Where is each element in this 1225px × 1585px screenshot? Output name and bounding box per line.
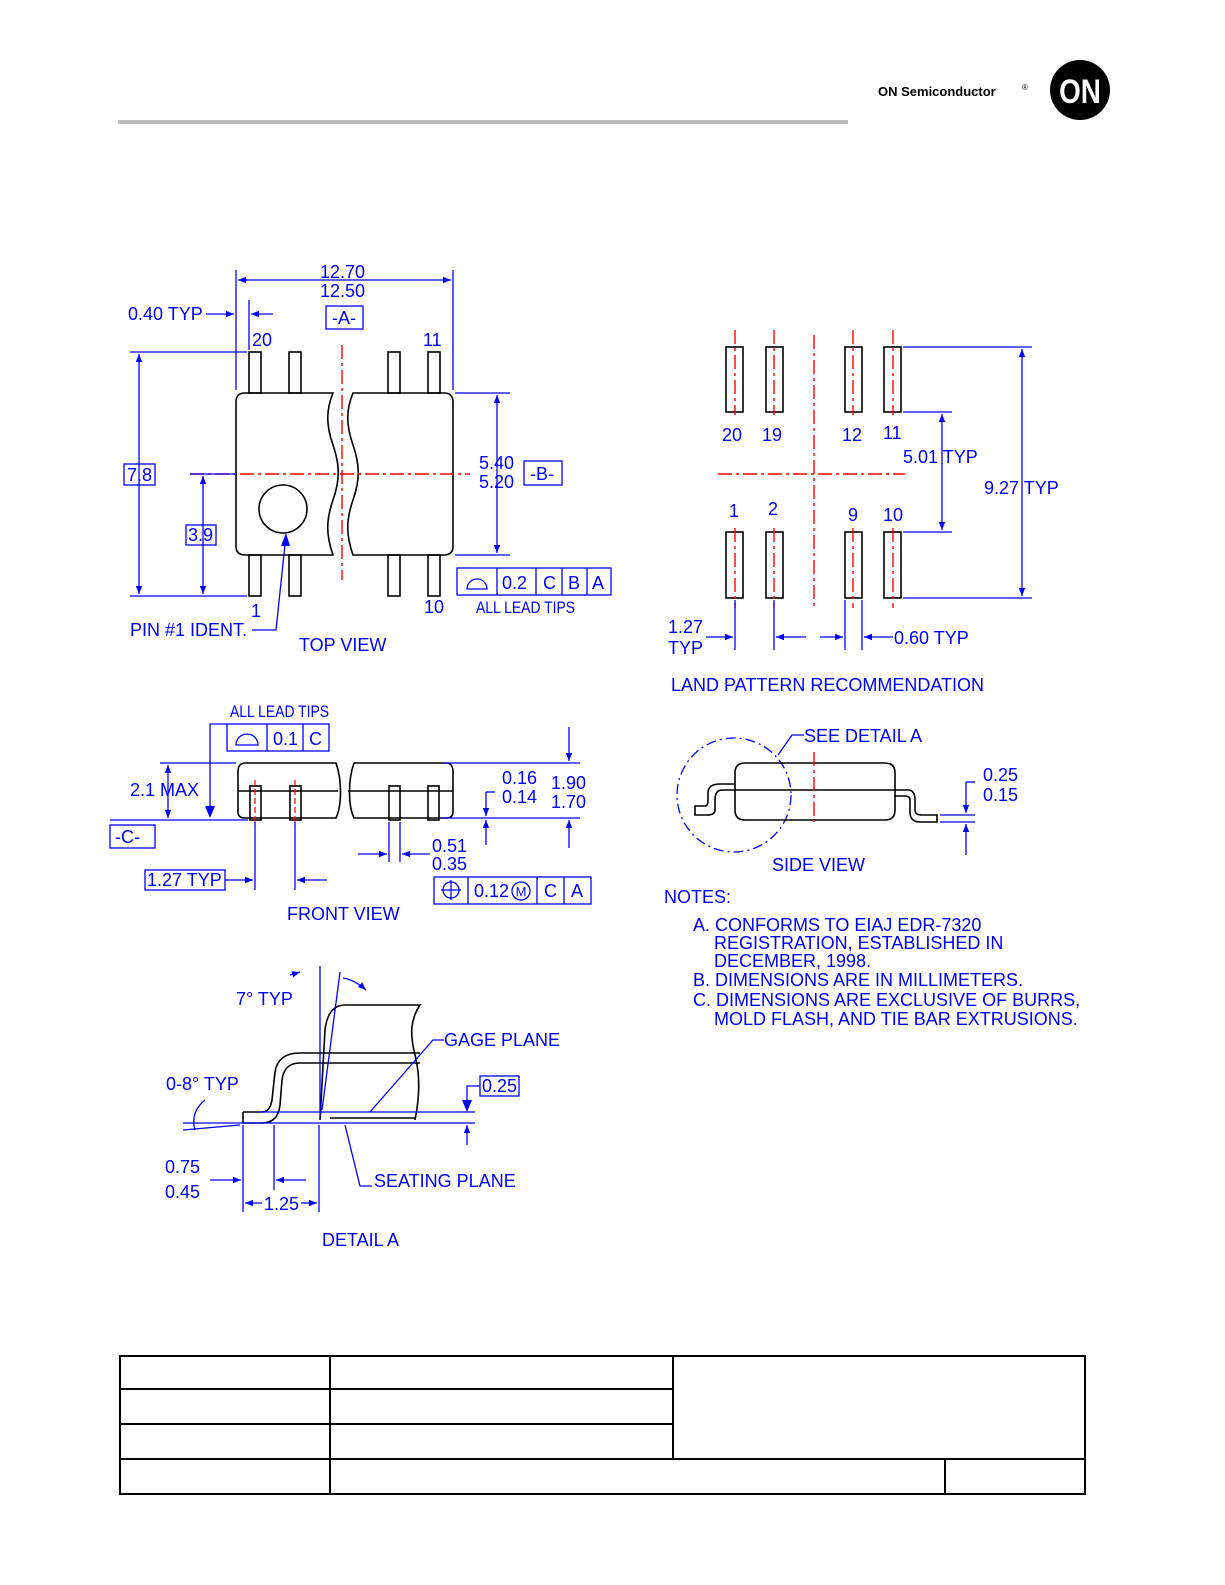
angle-foot-label: 0-8° TYP [166, 1074, 239, 1094]
gage-value: 0.25 [482, 1076, 517, 1096]
side-view-caption: SIDE VIEW [772, 855, 865, 875]
land-pattern: 20 19 12 11 1 2 9 10 5.01 TYP 9.27 TYP 1… [668, 330, 1059, 695]
fcf-mmc: M [516, 884, 527, 899]
note-line-4: B. DIMENSIONS ARE IN MILLIMETERS. [693, 970, 1023, 990]
fcf-pos-tol: 0.12 [474, 881, 509, 901]
dim-lead-t-max: 0.25 [983, 765, 1018, 785]
dim-leadw-max: 0.51 [432, 836, 467, 856]
dim-lead-width: 0.40 TYP [128, 304, 203, 324]
dim-standoff-min: 0.14 [502, 787, 537, 807]
front-view: ALL LEAD TIPS 0.1 C 2.1 MAX -C- 1.27 TYP… [109, 703, 592, 924]
dim-leadw-min: 0.35 [432, 854, 467, 874]
pin1-ident-label: PIN #1 IDENT. [130, 620, 247, 640]
note-line-5: C. DIMENSIONS ARE EXCLUSIVE OF BURRS, [693, 990, 1080, 1010]
land-pin-1: 1 [729, 501, 739, 521]
note-line-3: DECEMBER, 1998. [714, 951, 871, 971]
dim-bodyh-max: 1.90 [551, 773, 586, 793]
dim-foot-len: 1.25 [264, 1194, 299, 1214]
land-pin-2: 2 [768, 499, 778, 519]
seating-plane-label: SEATING PLANE [374, 1171, 516, 1191]
dim-bodyh-min: 1.70 [551, 792, 586, 812]
dim-overall: 7.8 [127, 465, 152, 485]
fcf-position: 0.12 M C A [433, 876, 592, 905]
dim-standoff-max: 0.16 [502, 768, 537, 788]
dim-pitch-front: 1.27 TYP [147, 870, 222, 890]
brand-name: ON Semiconductor [878, 84, 996, 99]
detail-a: 7° TYP GAGE PLANE 0.25 SEATING PLANE 0-8… [165, 966, 560, 1250]
land-pin-10: 10 [883, 505, 903, 525]
all-lead-tips-front: ALL LEAD TIPS [230, 703, 329, 722]
front-view-caption: FRONT VIEW [287, 904, 400, 924]
fcf-front-ref: C [309, 729, 322, 749]
note-line-1: A. CONFORMS TO EIAJ EDR-7320 [693, 915, 981, 935]
land-pin-12: 12 [842, 425, 862, 445]
brand-registered: ® [1022, 83, 1028, 92]
dim-body-max: 5.40 [479, 453, 514, 473]
datum-c: -C- [115, 827, 140, 847]
dim-pad-width: 0.60 TYP [894, 628, 969, 648]
notes-heading: NOTES: [664, 887, 731, 907]
land-pin-11: 11 [883, 423, 902, 443]
angle-top-label: 7° TYP [236, 989, 293, 1009]
dim-body-min: 5.20 [479, 472, 514, 492]
see-detail-label: SEE DETAIL A [804, 726, 922, 746]
note-line-6: MOLD FLASH, AND TIE BAR EXTRUSIONS. [714, 1009, 1078, 1029]
top-pin-20: 20 [252, 330, 272, 350]
top-view-caption: TOP VIEW [299, 635, 386, 655]
fcf-profile: 0.2 C B A [456, 567, 612, 596]
datum-b: -B- [530, 464, 554, 484]
top-view: 12.70 12.50 -A- 0.40 TYP 20 11 1 10 7.8 … [123, 262, 612, 655]
land-pattern-caption: LAND PATTERN RECOMMENDATION [671, 675, 984, 695]
fcf-ref-a: A [592, 573, 604, 593]
note-line-2: REGISTRATION, ESTABLISHED IN [714, 933, 1003, 953]
fcf-pos-ref-c: C [544, 881, 557, 901]
land-pin-20: 20 [722, 425, 742, 445]
title-block [119, 1355, 1086, 1495]
datum-a: -A- [332, 308, 356, 328]
dim-pitch-a: 1.27 [668, 617, 703, 637]
dim-pitch-b: TYP [668, 638, 703, 658]
fcf-ref-c: C [543, 573, 556, 593]
fcf-front-tol: 0.1 [273, 729, 298, 749]
land-pin-9: 9 [848, 505, 858, 525]
land-pin-19: 19 [762, 425, 782, 445]
dim-width-max: 12.70 [320, 262, 365, 282]
top-pin-10: 10 [424, 597, 444, 617]
on-logo: ON [1050, 60, 1110, 120]
dim-width-min: 12.50 [320, 281, 365, 301]
fcf-pos-ref-a: A [571, 881, 583, 901]
on-logo-text: ON [1059, 72, 1101, 110]
dim-half: 3.9 [188, 525, 213, 545]
dim-span: 9.27 TYP [984, 478, 1059, 498]
all-lead-tips-top: ALL LEAD TIPS [476, 599, 575, 618]
dim-height-max: 2.1 MAX [130, 780, 199, 800]
top-pin-11: 11 [423, 330, 442, 350]
pin1-dimple [258, 484, 308, 534]
fcf-ref-b: B [568, 573, 580, 593]
dim-foot-min: 0.45 [165, 1182, 200, 1202]
notes: NOTES: A. CONFORMS TO EIAJ EDR-7320 REGI… [664, 887, 1080, 1029]
gage-plane-label: GAGE PLANE [444, 1030, 560, 1050]
side-view: SEE DETAIL A 0.25 0.15 SIDE VIEW [676, 726, 1018, 875]
dim-foot-max: 0.75 [165, 1157, 200, 1177]
detail-a-caption: DETAIL A [322, 1230, 399, 1250]
dim-gap: 5.01 TYP [903, 447, 978, 467]
top-pin-1: 1 [251, 601, 261, 621]
fcf-tol: 0.2 [502, 573, 527, 593]
dim-lead-t-min: 0.15 [983, 785, 1018, 805]
